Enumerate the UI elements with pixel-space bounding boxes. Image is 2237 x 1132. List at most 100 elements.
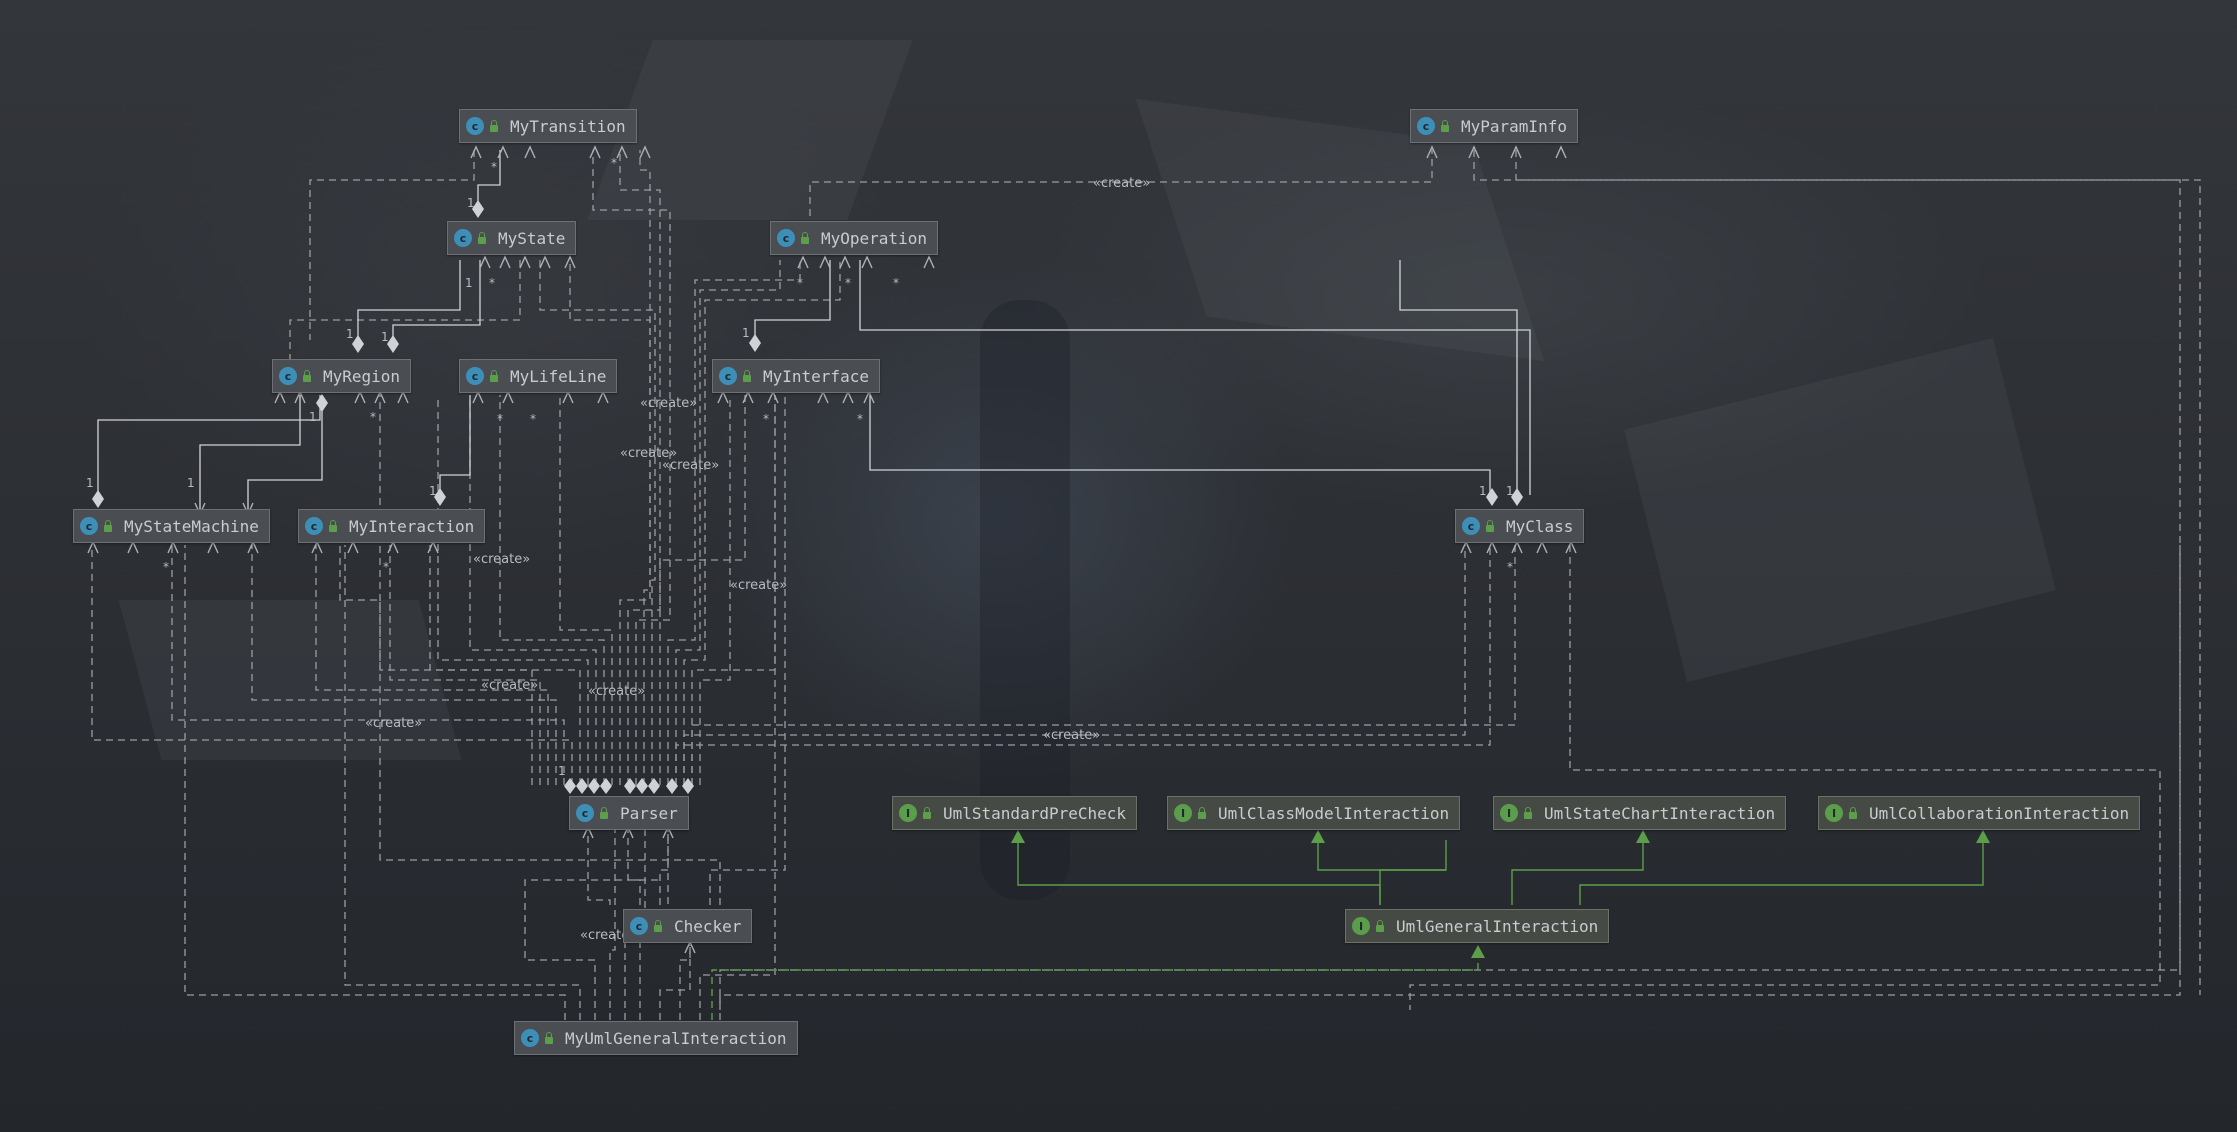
node-label: MyState <box>498 228 566 248</box>
interface-icon: I <box>1825 804 1843 822</box>
public-visibility-icon <box>490 119 498 132</box>
class-node-mystate[interactable]: c MyState <box>447 221 577 255</box>
node-label: MyParamInfo <box>1461 116 1567 136</box>
class-icon: c <box>630 917 648 935</box>
public-visibility-icon <box>329 519 337 532</box>
class-icon: c <box>1462 517 1480 535</box>
interface-icon: I <box>1500 804 1518 822</box>
public-visibility-icon <box>1376 919 1384 932</box>
create-label: «create» <box>662 458 720 473</box>
node-label: MyStateMachine <box>124 516 259 536</box>
node-label: MyOperation <box>821 228 927 248</box>
multiplicity-label: 1 <box>1506 484 1514 498</box>
create-label: «create» <box>1043 728 1101 743</box>
public-visibility-icon <box>545 1031 553 1044</box>
create-label: «create» <box>473 552 531 567</box>
public-visibility-icon <box>923 806 931 819</box>
class-icon: c <box>279 367 297 385</box>
node-label: MyInterface <box>763 366 869 386</box>
multiplicity-label: * <box>491 160 497 174</box>
class-node-mylifeline[interactable]: c MyLifeLine <box>459 359 618 393</box>
public-visibility-icon <box>1849 806 1857 819</box>
multiplicity-label: * <box>497 412 503 426</box>
realization-edges <box>711 840 1984 1020</box>
create-label: «create» <box>365 716 423 731</box>
node-label: MyRegion <box>323 366 401 386</box>
create-label: «create» <box>1093 176 1151 191</box>
class-node-myumlgeneralinteraction[interactable]: c MyUmlGeneralInteraction <box>514 1021 798 1055</box>
multiplicity-label: * <box>845 276 851 290</box>
multiplicity-label: * <box>383 560 389 574</box>
node-label: UmlClassModelInteraction <box>1218 803 1450 823</box>
class-node-myinterface[interactable]: c MyInterface <box>712 359 880 393</box>
class-node-parser[interactable]: c Parser <box>569 796 689 830</box>
realization-arrowheads <box>1011 830 1990 958</box>
create-label: «create» <box>620 446 678 461</box>
class-node-myclass[interactable]: c MyClass <box>1455 509 1585 543</box>
node-label: Parser <box>620 803 678 823</box>
create-label: «create» <box>580 928 638 943</box>
class-icon: c <box>521 1029 539 1047</box>
class-icon: c <box>719 367 737 385</box>
multiplicity-label: * <box>857 412 863 426</box>
node-label: Checker <box>674 916 742 936</box>
node-label: UmlGeneralInteraction <box>1396 916 1599 936</box>
open-arrowheads <box>87 145 1577 954</box>
create-label: «create» <box>481 678 539 693</box>
multiplicity-label: * <box>163 560 169 574</box>
multiplicity-label: 1 <box>1479 484 1487 498</box>
interface-node-umlstatechartinteraction[interactable]: I UmlStateChartInteraction <box>1493 796 1787 830</box>
public-visibility-icon <box>478 231 486 244</box>
multiplicity-label: 1 <box>558 764 566 778</box>
class-node-mytransition[interactable]: c MyTransition <box>459 109 637 143</box>
class-node-checker[interactable]: c Checker <box>623 909 753 943</box>
create-label: «create» <box>588 684 646 699</box>
multiplicity-label: 1 <box>429 484 437 498</box>
public-visibility-icon <box>801 231 809 244</box>
multiplicity-label: * <box>530 412 536 426</box>
composition-diamonds <box>92 200 1523 794</box>
multiplicity-label: 1 <box>309 410 317 424</box>
multiplicity-label: * <box>1507 560 1513 574</box>
class-node-myoperation[interactable]: c MyOperation <box>770 221 938 255</box>
class-icon: c <box>466 117 484 135</box>
class-node-mystatemachine[interactable]: c MyStateMachine <box>73 509 270 543</box>
public-visibility-icon <box>743 369 751 382</box>
multiplicity-label: 1 <box>346 327 354 341</box>
public-visibility-icon <box>600 806 608 819</box>
realization-edge-classmodel <box>1317 843 1446 871</box>
class-node-myinteraction[interactable]: c MyInteraction <box>298 509 486 543</box>
multiplicity-label: 1 <box>187 476 195 490</box>
public-visibility-icon <box>1198 806 1206 819</box>
interface-icon: I <box>1174 804 1192 822</box>
node-label: MyUmlGeneralInteraction <box>565 1028 787 1048</box>
class-icon: c <box>80 517 98 535</box>
interface-node-umlcollaborationinteraction[interactable]: I UmlCollaborationInteraction <box>1818 796 2141 830</box>
interface-node-umlgeneralinteraction[interactable]: I UmlGeneralInteraction <box>1345 909 1610 943</box>
multiplicity-label: 1 <box>381 330 389 344</box>
interface-node-umlstandardprecheck[interactable]: I UmlStandardPreCheck <box>892 796 1138 830</box>
node-label: MyInteraction <box>349 516 475 536</box>
create-label: «create» <box>640 396 698 411</box>
multiplicity-label: 1 <box>742 326 750 340</box>
multiplicity-label: * <box>370 410 376 424</box>
multiplicity-label: * <box>489 276 495 290</box>
class-icon: c <box>777 229 795 247</box>
multiplicity-label: 1 <box>467 196 475 210</box>
node-label: MyTransition <box>510 116 626 136</box>
class-icon: c <box>1417 117 1435 135</box>
class-node-myparaminfo[interactable]: c MyParamInfo <box>1410 109 1578 143</box>
public-visibility-icon <box>1486 519 1494 532</box>
association-edges <box>97 150 1531 510</box>
public-visibility-icon <box>303 369 311 382</box>
multiplicity-label: * <box>797 276 803 290</box>
interface-node-umlclassmodelinteraction[interactable]: I UmlClassModelInteraction <box>1167 796 1461 830</box>
node-label: MyLifeLine <box>510 366 607 386</box>
node-label: UmlStandardPreCheck <box>943 803 1127 823</box>
public-visibility-icon <box>1524 806 1532 819</box>
public-visibility-icon <box>1441 119 1449 132</box>
class-node-myregion[interactable]: c MyRegion <box>272 359 412 393</box>
interface-icon: I <box>1352 917 1370 935</box>
class-icon: c <box>454 229 472 247</box>
